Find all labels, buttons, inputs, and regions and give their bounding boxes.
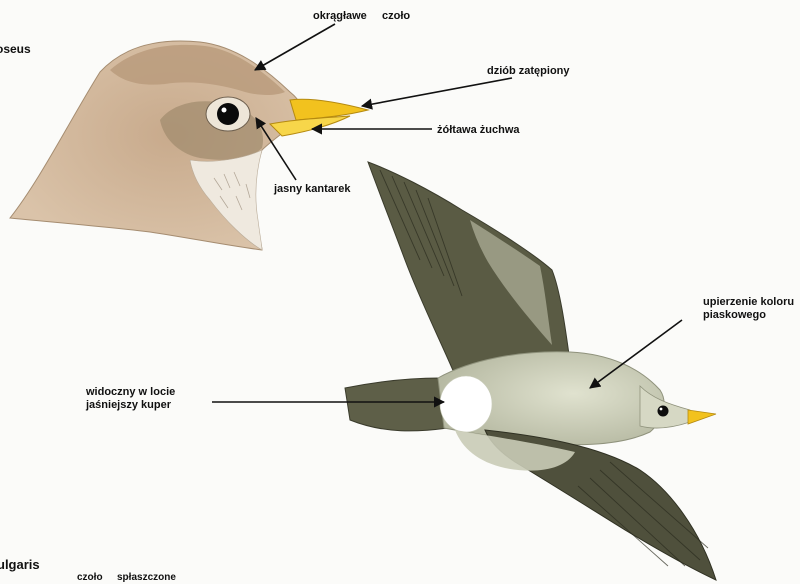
eye: [217, 103, 239, 125]
bird-flight-illustration: [345, 162, 716, 580]
arrow-okraglawe: [255, 24, 335, 70]
species-label-top: oseus: [0, 42, 31, 56]
label-okraglawe: okrągławe: [313, 10, 367, 23]
species-label-bottom: ulgaris: [0, 557, 40, 572]
rump-patch: [440, 376, 492, 432]
label-kuper: widoczny w locie jaśniejszy kuper: [86, 386, 175, 412]
bird-head-illustration: [10, 41, 368, 250]
label-splaszczone: spłaszczone: [117, 571, 176, 584]
label-zoltawa-zuchwa: żółtawa żuchwa: [437, 124, 520, 137]
bill-upper: [290, 99, 368, 120]
label-upierzenie: upierzenie koloru piaskowego: [703, 296, 794, 322]
tail: [345, 378, 448, 431]
label-jasny-kantarek: jasny kantarek: [274, 183, 350, 196]
label-czolo-bottom: czoło: [77, 571, 103, 584]
flight-bill: [688, 410, 716, 424]
arrow-dziob: [362, 78, 512, 106]
label-dziob: dziób zatępiony: [487, 65, 570, 78]
flight-eye: [658, 406, 669, 417]
label-czolo-top: czoło: [382, 10, 410, 23]
